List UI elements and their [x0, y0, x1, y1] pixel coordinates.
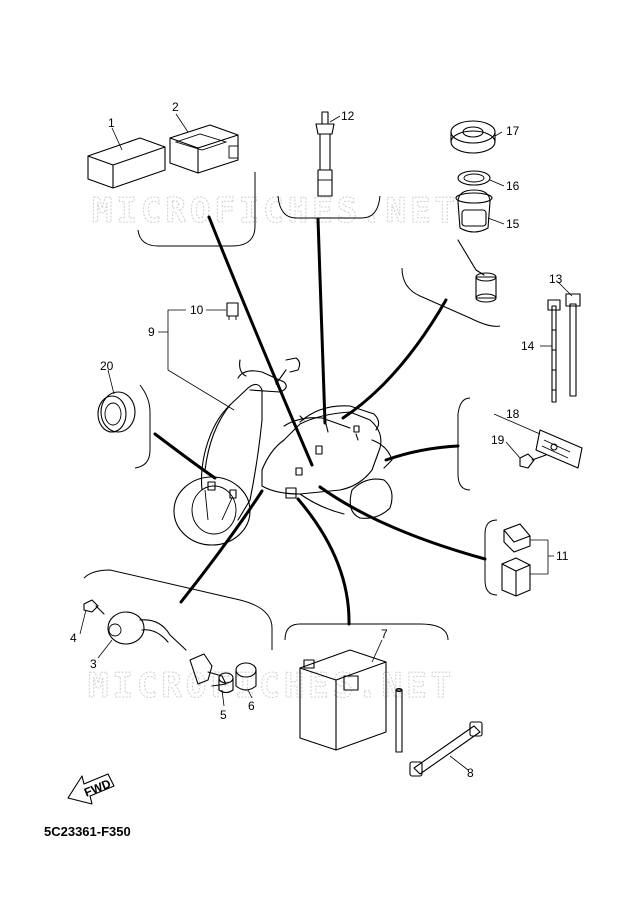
fwd-label: FWD: [82, 776, 113, 799]
bracket-ignition-coil: [83, 569, 273, 650]
callout-4: 4: [70, 631, 77, 645]
reference-code: 5C23361-F350: [44, 824, 131, 839]
battery[interactable]: [299, 649, 403, 753]
callout-3: 3: [90, 657, 97, 671]
callout-17: 17: [506, 124, 520, 138]
callout-5: 5: [220, 708, 227, 722]
callout-13: 13: [549, 272, 563, 286]
cap-5[interactable]: [218, 672, 234, 694]
callout-11: 11: [556, 549, 569, 563]
watermark-top: MICROFICHES.NET: [92, 191, 459, 231]
callout-labels: 1 2 12 17 16 15 13 14 20 10 9 18 19 11 4…: [70, 100, 569, 780]
relay-top[interactable]: [503, 523, 531, 553]
callout-16: 16: [506, 179, 520, 193]
bracket-battery: [284, 623, 449, 641]
callout-7: 7: [381, 627, 388, 641]
ignition-coil[interactable]: [107, 611, 187, 651]
bracket-ecu: [137, 172, 256, 247]
callout-18: 18: [506, 407, 520, 421]
bolt-19[interactable]: [519, 453, 547, 469]
bracket-grommet: [134, 384, 151, 469]
cable-band[interactable]: [547, 299, 561, 403]
callout-19: 19: [491, 433, 505, 447]
callout-15: 15: [506, 217, 520, 231]
callout-6: 6: [248, 699, 255, 713]
wire-ecu: [207, 215, 314, 467]
bracket-fuel-pump: [401, 267, 501, 327]
wire-grommet: [153, 432, 217, 480]
wire-battery: [296, 497, 351, 626]
cable-tie[interactable]: [565, 293, 581, 397]
callout-1: 1: [108, 116, 115, 130]
wire-fuel-pump: [341, 298, 448, 420]
callout-10: 10: [190, 303, 204, 317]
watermark-bottom: MICROFICHES.NET: [88, 666, 455, 706]
relay-bottom[interactable]: [501, 557, 531, 597]
cap-6[interactable]: [235, 662, 257, 691]
callout-12: 12: [341, 109, 355, 123]
rectifier-regulator[interactable]: [535, 429, 583, 469]
wire-relays: [318, 485, 487, 561]
leader-lines: [79, 113, 573, 771]
grommet[interactable]: [97, 391, 136, 433]
fuel-pump-assembly[interactable]: [450, 120, 497, 303]
wire-rectifier: [384, 444, 460, 462]
bracket-relays: [484, 519, 498, 596]
callout-20: 20: [100, 359, 114, 373]
callout-9: 9: [148, 325, 155, 339]
callout-14: 14: [521, 339, 535, 353]
callout-2: 2: [172, 100, 179, 114]
fuse[interactable]: [226, 302, 239, 320]
bracket-sensor: [277, 195, 381, 219]
sensor[interactable]: [315, 111, 335, 197]
callout-8: 8: [467, 766, 474, 780]
fwd-arrow-icon: FWD: [67, 773, 115, 805]
bracket-rectifier: [457, 397, 471, 491]
ecu-unit[interactable]: [87, 137, 166, 189]
battery-band[interactable]: [409, 721, 483, 777]
bolt-4[interactable]: [83, 599, 105, 615]
scooter-outline: [173, 357, 393, 546]
wire-sensor: [316, 217, 327, 425]
coupler-box[interactable]: [169, 124, 239, 174]
